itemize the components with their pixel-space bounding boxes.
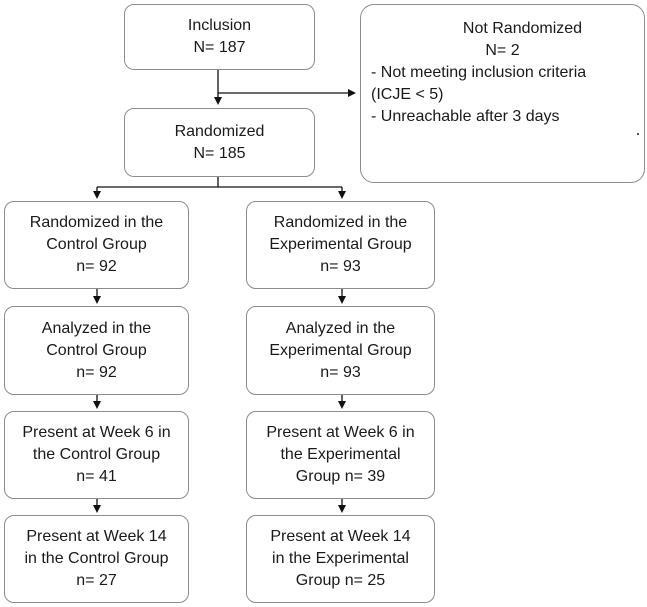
not-randomized-reason: - Unreachable after 3 days	[371, 108, 560, 125]
inclusion-box: Inclusion N= 187	[124, 4, 315, 70]
box-count: n= 92	[76, 363, 117, 381]
box-line: in the Experimental	[272, 550, 409, 567]
randomized-title: Randomized	[174, 122, 265, 140]
experimental-analyzed-box: Analyzed in the Experimental Group n= 93	[246, 306, 435, 395]
box-line: Experimental Group	[269, 341, 412, 359]
box-line: the Experimental	[280, 446, 401, 463]
box-line: Control Group	[46, 236, 147, 253]
box-count: n= 92	[76, 258, 117, 275]
box-line: Experimental Group	[269, 236, 412, 253]
experimental-week6-box: Present at Week 6 in the Experimental Gr…	[246, 411, 435, 499]
inclusion-count: N= 187	[193, 39, 246, 56]
not-randomized-reason: (ICJE < 5)	[371, 86, 444, 103]
box-line: Control Group	[46, 341, 147, 359]
control-week14-box: Present at Week 14 in the Control Group …	[4, 515, 189, 603]
not-randomized-count: N= 2	[485, 42, 520, 59]
box-count: n= 27	[76, 572, 117, 589]
box-line: Analyzed in the	[41, 319, 152, 337]
not-randomized-title: Not Randomized	[462, 20, 583, 37]
box-count: n= 93	[320, 258, 361, 275]
box-count: n= 93	[320, 363, 361, 381]
experimental-randomized-box: Randomized in the Experimental Group n= …	[246, 201, 435, 289]
speck	[637, 133, 639, 135]
inclusion-title: Inclusion	[187, 17, 252, 34]
not-randomized-reason: - Not meeting inclusion criteria	[371, 64, 587, 81]
not-randomized-box: Not Randomized N= 2 - Not meeting inclus…	[360, 4, 645, 183]
randomized-count: N= 185	[193, 144, 246, 162]
control-analyzed-box: Analyzed in the Control Group n= 92	[4, 306, 189, 395]
box-count: Group n= 39	[295, 468, 386, 485]
box-count: n= 41	[76, 468, 117, 485]
box-line: Present at Week 14	[270, 528, 411, 545]
box-count: Group n= 25	[295, 572, 386, 589]
box-line: Present at Week 14	[26, 528, 167, 545]
box-line: Randomized in the	[29, 214, 164, 231]
box-line: in the Control Group	[24, 550, 169, 567]
box-line: the Control Group	[32, 446, 161, 463]
experimental-week14-box: Present at Week 14 in the Experimental G…	[246, 515, 435, 603]
box-line: Present at Week 6 in	[22, 424, 171, 441]
box-line: Present at Week 6 in	[266, 424, 415, 441]
randomized-box: Randomized N= 185	[124, 108, 315, 177]
control-week6-box: Present at Week 6 in the Control Group n…	[4, 411, 189, 499]
box-line: Randomized in the	[273, 214, 408, 231]
control-randomized-box: Randomized in the Control Group n= 92	[4, 201, 189, 289]
box-line: Analyzed in the	[285, 319, 396, 337]
